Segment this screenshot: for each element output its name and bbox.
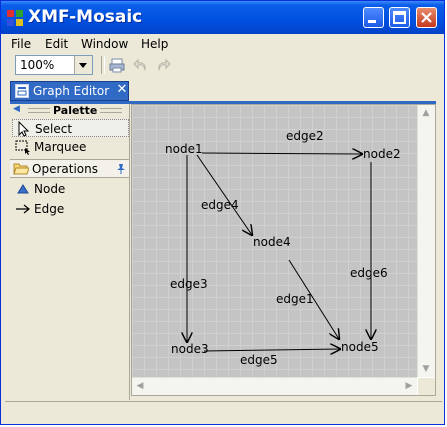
operations-drawer[interactable]: Operations: [10, 159, 129, 178]
palette-title: Palette: [53, 104, 98, 117]
edge-line-edge5[interactable]: [203, 349, 340, 351]
arrow-edge-icon: [16, 204, 30, 214]
zoom-value: 100%: [20, 58, 55, 72]
close-tab-icon[interactable]: ✕: [116, 82, 128, 97]
diagram-canvas[interactable]: node1 node2 node3 node4 node5 edge1 edge…: [132, 105, 417, 377]
menu-window[interactable]: Window: [81, 37, 129, 51]
graph-node[interactable]: node3: [171, 342, 209, 356]
tab-underline: [10, 101, 436, 104]
scroll-up-icon[interactable]: ▲: [422, 108, 430, 118]
palette-tool-label: Marquee: [34, 140, 87, 154]
edge-line-edge1[interactable]: [288, 259, 339, 339]
tab-label: Graph Editor: [33, 84, 110, 98]
vertical-scrollbar[interactable]: ▲ ▼: [417, 105, 435, 377]
edge-line-edge2[interactable]: [201, 153, 362, 154]
status-bar: [5, 401, 442, 422]
maximize-icon: [393, 11, 406, 24]
palette-header[interactable]: ◀ Palette: [10, 104, 129, 118]
graph-node[interactable]: node2: [363, 147, 401, 161]
window-title: XMF-Mosaic: [28, 7, 143, 27]
arrow-cursor-icon: [18, 121, 30, 137]
graph-editor-icon: [15, 84, 29, 98]
graph-node[interactable]: node5: [341, 340, 379, 354]
title-bar[interactable]: XMF-Mosaic: [1, 1, 444, 34]
palette-op-edge[interactable]: Edge: [12, 200, 129, 218]
grip-left: [28, 108, 50, 113]
palette-panel: ◀ Palette Select Marquee Operations: [10, 104, 130, 400]
palette-op-label: Node: [34, 182, 66, 196]
toolbar: 100%: [5, 54, 442, 78]
grip-right: [100, 108, 122, 113]
graph-diagram: node1 node2 node3 node4 node5 edge1 edge…: [165, 129, 401, 367]
minimize-button[interactable]: [363, 7, 384, 28]
redo-icon[interactable]: [155, 57, 171, 73]
palette-tool-label: Select: [35, 122, 73, 136]
edge-label[interactable]: edge5: [240, 353, 278, 367]
collapse-left-icon[interactable]: ◀: [13, 104, 20, 114]
palette-tool-select[interactable]: Select: [12, 119, 129, 137]
palette-tool-marquee[interactable]: Marquee: [12, 138, 129, 156]
pin-icon[interactable]: [116, 163, 126, 175]
edge-label[interactable]: edge1: [276, 292, 314, 306]
print-icon[interactable]: [109, 57, 125, 73]
drawer-label: Operations: [32, 162, 98, 176]
menu-bar: File Edit Window Help: [5, 35, 442, 54]
marquee-icon: [15, 140, 30, 155]
edge-label[interactable]: edge4: [201, 198, 239, 212]
edge-line-edge4[interactable]: [196, 154, 252, 235]
tab-graph-editor[interactable]: Graph Editor ✕: [10, 81, 129, 101]
scroll-corner: [418, 378, 435, 395]
close-window-button[interactable]: [416, 7, 437, 28]
menu-file[interactable]: File: [11, 37, 32, 51]
palette-op-label: Edge: [34, 202, 65, 216]
edge-label[interactable]: edge2: [286, 129, 324, 143]
edge-label[interactable]: edge3: [170, 277, 208, 291]
close-icon: [421, 12, 432, 23]
chevron-down-icon[interactable]: [74, 56, 92, 74]
scroll-down-icon[interactable]: ▼: [422, 364, 430, 374]
toolbar-separator: [101, 56, 105, 74]
graph-node[interactable]: node4: [253, 235, 291, 249]
menu-help[interactable]: Help: [141, 37, 169, 51]
edge-label[interactable]: edge6: [350, 266, 388, 280]
maximize-button[interactable]: [389, 7, 410, 28]
triangle-node-icon: [17, 184, 29, 194]
menu-edit[interactable]: Edit: [45, 37, 69, 51]
folder-open-icon: [13, 163, 29, 175]
app-logo-icon: [7, 10, 23, 26]
horizontal-scrollbar[interactable]: ◀ ▶: [132, 377, 417, 395]
minimize-icon: [368, 20, 376, 23]
graph-node[interactable]: node1: [165, 142, 203, 156]
palette-op-node[interactable]: Node: [12, 180, 129, 198]
zoom-combo[interactable]: 100%: [15, 55, 93, 75]
diagram-canvas-viewport: node1 node2 node3 node4 node5 edge1 edge…: [131, 104, 436, 396]
scroll-right-icon[interactable]: ▶: [405, 381, 413, 391]
scroll-left-icon[interactable]: ◀: [136, 381, 144, 391]
undo-icon[interactable]: [133, 57, 149, 73]
